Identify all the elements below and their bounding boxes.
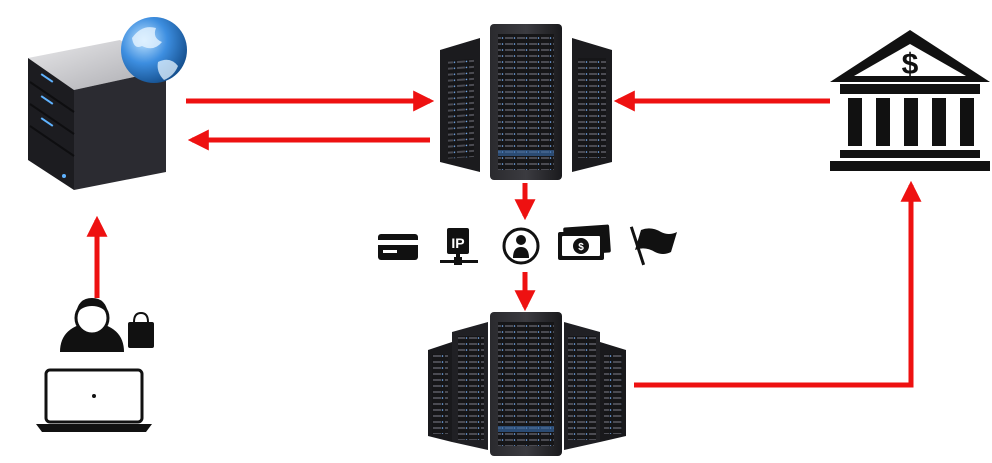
arrow-fraud-to-bank <box>634 180 922 388</box>
user-laptop-shopping-icon <box>36 298 154 432</box>
web-server-globe-icon <box>28 17 187 190</box>
bank-dollar-icon: $ <box>830 30 990 171</box>
svg-text:IP: IP <box>451 235 464 251</box>
server-rack-icon <box>440 24 612 180</box>
cash-dollar-icon: $ <box>558 224 611 260</box>
flag-icon <box>629 226 677 266</box>
ip-address-icon: IP <box>440 228 478 265</box>
screening-attributes: IP $ <box>378 224 677 266</box>
arrows <box>86 90 922 388</box>
user-profile-icon <box>502 227 540 265</box>
svg-text:$: $ <box>578 242 584 253</box>
server-cluster-icon <box>428 312 626 456</box>
credit-card-icon <box>378 234 418 260</box>
svg-text:$: $ <box>902 48 919 81</box>
